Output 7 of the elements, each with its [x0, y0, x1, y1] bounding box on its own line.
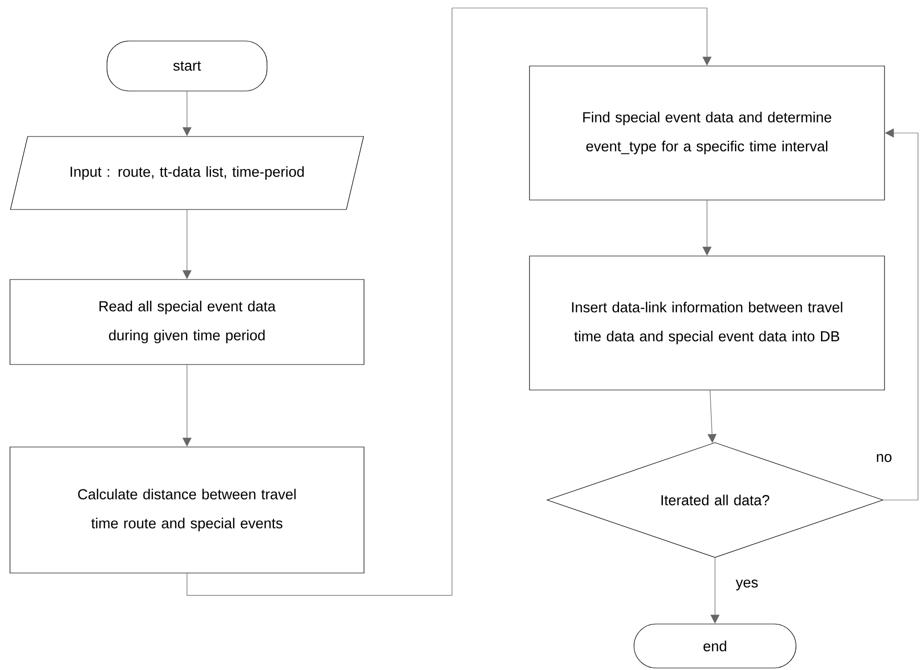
- process-box: Calculate distance between travel time route and special events: [10, 446, 364, 574]
- edge-label: yes: [734, 578, 760, 592]
- process-box: Insert data-link information between travel time data and special event data into DB: [529, 256, 885, 390]
- input-parallelogram: Input : route, tt-data list, time-period: [10, 136, 364, 210]
- arrow: [186, 8, 712, 596]
- process-box: Read all special event data during given time period: [10, 279, 364, 365]
- process-box: Find special event data and determine event_type for a specific time interval: [529, 66, 885, 200]
